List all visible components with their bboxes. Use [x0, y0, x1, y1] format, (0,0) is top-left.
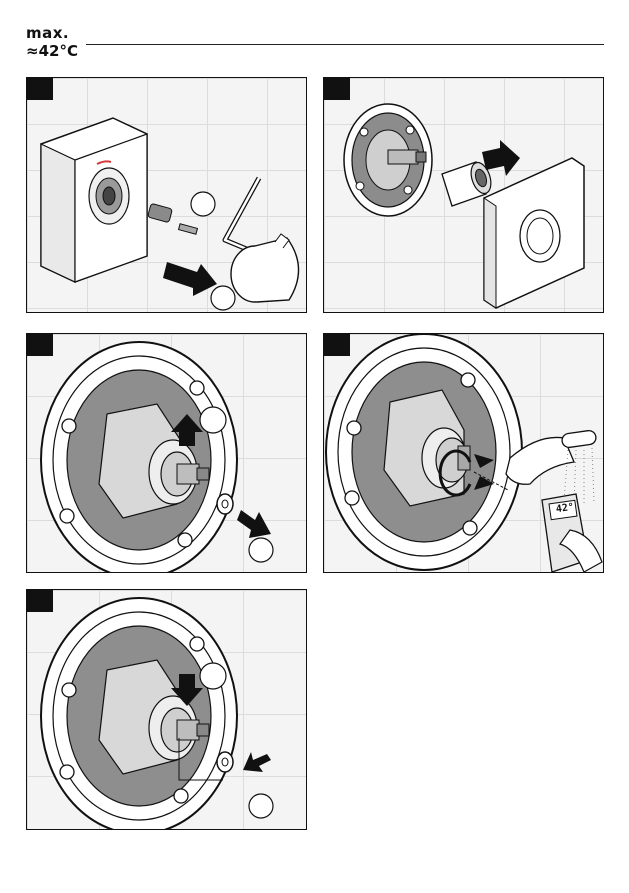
temperature-label: ≈42°C — [26, 42, 78, 60]
panel-3 — [26, 333, 307, 573]
step-tab — [324, 78, 350, 100]
step-tab — [27, 334, 53, 356]
panel-1 — [26, 77, 307, 313]
cover-plate — [41, 118, 147, 282]
callout-circle — [200, 663, 226, 689]
callout-circle — [191, 192, 215, 216]
panel-5-illustration — [27, 590, 307, 830]
panel-1-illustration — [27, 78, 307, 313]
step-tab — [27, 590, 53, 612]
panel-3-illustration — [27, 334, 307, 573]
callout-circle — [200, 407, 226, 433]
panel-4-illustration — [324, 334, 604, 573]
panel-2 — [323, 77, 604, 313]
step-tab — [27, 78, 53, 100]
panel-4: 42° — [323, 333, 604, 573]
panel-5 — [26, 589, 307, 830]
header-rule — [86, 44, 604, 45]
max-label: max. — [26, 24, 69, 42]
callout-circle — [249, 794, 273, 818]
panel-2-illustration — [324, 78, 604, 313]
step-tab — [324, 334, 350, 356]
callout-circle — [211, 286, 235, 310]
mounting-ring — [344, 104, 432, 216]
callout-circle — [249, 538, 273, 562]
